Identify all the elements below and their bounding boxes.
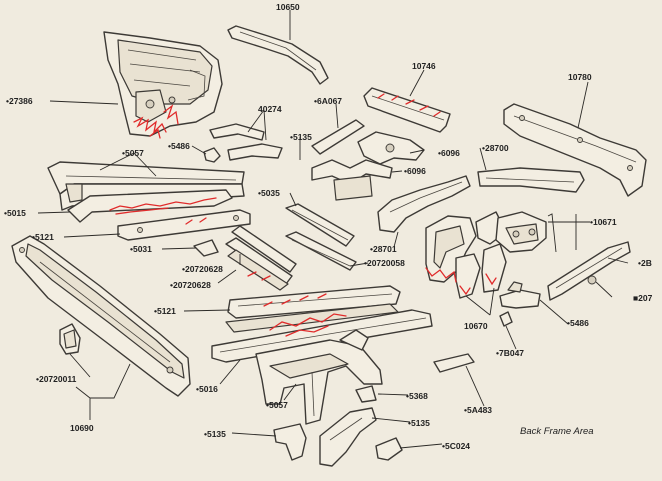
label-5135-left: •5135 (204, 429, 226, 439)
caption-back-frame-area: Back Frame Area (520, 426, 594, 437)
crossmember-5035 (285, 203, 355, 247)
label-40274: 40274 (258, 104, 282, 114)
label-5486-top: •5486 (168, 141, 190, 151)
channel-20720058 (285, 231, 357, 271)
rail-28700 (477, 167, 585, 193)
label-6096-a: •6096 (438, 148, 460, 158)
bracket-5486-right (499, 281, 541, 309)
rail-10650 (227, 25, 329, 85)
bracket-6096-lower (311, 159, 393, 201)
bracket-5368 (355, 385, 377, 403)
crossmember-5121-mid (227, 285, 401, 319)
label-5486-right: •5486 (567, 318, 589, 328)
label-5135-bottom: •5135 (408, 418, 430, 428)
bracket-5121-left (117, 209, 251, 241)
label-10746: 10746 (412, 61, 436, 71)
label-20720628-a: •20720628 (182, 264, 223, 274)
label-5015: •5015 (4, 208, 26, 218)
bracket-5C024 (375, 437, 403, 461)
label-27386: •27386 (6, 96, 33, 106)
label-28700: •28700 (482, 143, 509, 153)
label-5057-bottom: •5057 (266, 400, 288, 410)
bracket-5135-left (273, 423, 307, 461)
bracket-5031 (193, 239, 219, 257)
crossmember-5015 (67, 189, 233, 223)
label-10671: •10671 (590, 217, 617, 227)
bracket-40274 (209, 123, 283, 161)
bracket-7B047 (499, 311, 513, 327)
label-5016: •5016 (196, 384, 218, 394)
bracket-6096-upper (357, 131, 425, 165)
label-2B: •2B (638, 258, 652, 268)
label-207: ■207 (633, 293, 653, 303)
bracket-2B (547, 241, 631, 301)
frame-rail-10690 (11, 235, 191, 397)
label-10670: 10670 (464, 321, 488, 331)
label-6A067: •6A067 (314, 96, 343, 106)
bracket-5486-top (203, 147, 221, 163)
label-5121-mid: •5121 (154, 306, 176, 316)
bracket-20720011 (59, 323, 81, 355)
label-5121-left: •5121 (32, 232, 54, 242)
label-20720058: •20720058 (364, 258, 405, 268)
rust-marks (109, 93, 497, 337)
quarter-panel-27386 (103, 31, 223, 137)
label-7B047: •7B047 (496, 348, 525, 358)
label-5035: •5035 (258, 188, 280, 198)
leader-lines (37, 10, 629, 449)
label-28701: •28701 (370, 244, 397, 254)
rail-10746 (363, 87, 451, 133)
label-5135-top: •5135 (290, 132, 312, 142)
label-10780: 10780 (568, 72, 592, 82)
crossmember-5135-bottom (319, 407, 377, 467)
crossmember-5057-lower (255, 329, 383, 425)
rail-28701 (377, 175, 471, 233)
rail-10780 (503, 103, 647, 197)
label-10690: 10690 (70, 423, 94, 433)
label-6096-b: •6096 (404, 166, 426, 176)
channel-20720628 (225, 225, 297, 291)
label-10650: 10650 (276, 2, 300, 12)
bracket-6A067 (311, 119, 365, 155)
label-5031: •5031 (130, 244, 152, 254)
label-5368: •5368 (406, 391, 428, 401)
label-5A483: •5A483 (464, 405, 493, 415)
label-20720628-b: •20720628 (170, 280, 211, 290)
label-5057-top: •5057 (122, 148, 144, 158)
bar-5A483 (433, 353, 475, 373)
label-5C024: •5C024 (442, 441, 471, 451)
label-20720011: •20720011 (36, 374, 77, 384)
